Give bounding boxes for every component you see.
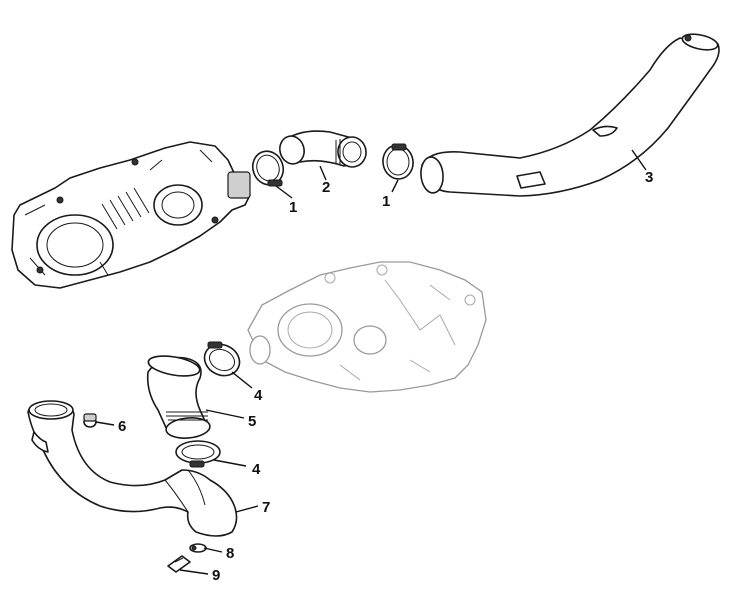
callout-8-clamp: 8 — [226, 545, 234, 562]
callout-4-lower-clamp: 4 — [252, 461, 261, 478]
hose-clamp-1-right — [382, 143, 414, 180]
cvt-housing-left — [11, 141, 251, 289]
callout-5-bellows: 5 — [248, 413, 256, 430]
leader-lines — [95, 149, 647, 575]
callout-4-upper-clamp: 4 — [254, 387, 263, 404]
intake-elbow-hose-2 — [279, 130, 367, 168]
fitting-6 — [83, 413, 97, 428]
air-duct-3 — [420, 33, 720, 197]
clamp-8 — [189, 543, 207, 553]
callout-2-elbow: 2 — [322, 179, 330, 196]
callout-6-fitting: 6 — [118, 418, 126, 435]
hose-clamp-4-upper — [203, 341, 241, 377]
y-duct-7 — [27, 400, 238, 537]
hose-clamp-4-lower — [175, 440, 221, 468]
callout-3-duct: 3 — [645, 169, 653, 186]
callout-7-y-duct: 7 — [262, 499, 270, 516]
engine-block-ghost — [247, 261, 487, 393]
hose-clamp-1-left — [251, 150, 285, 187]
bellows-hose-5 — [146, 355, 211, 439]
callout-1-left-clamp: 1 — [289, 199, 297, 216]
callout-labels: 1 2 1 3 4 5 6 4 7 8 9 — [118, 169, 653, 584]
sleeve-9 — [167, 555, 191, 573]
callout-1-right-clamp: 1 — [382, 193, 390, 210]
callout-9-sleeve: 9 — [212, 567, 220, 584]
